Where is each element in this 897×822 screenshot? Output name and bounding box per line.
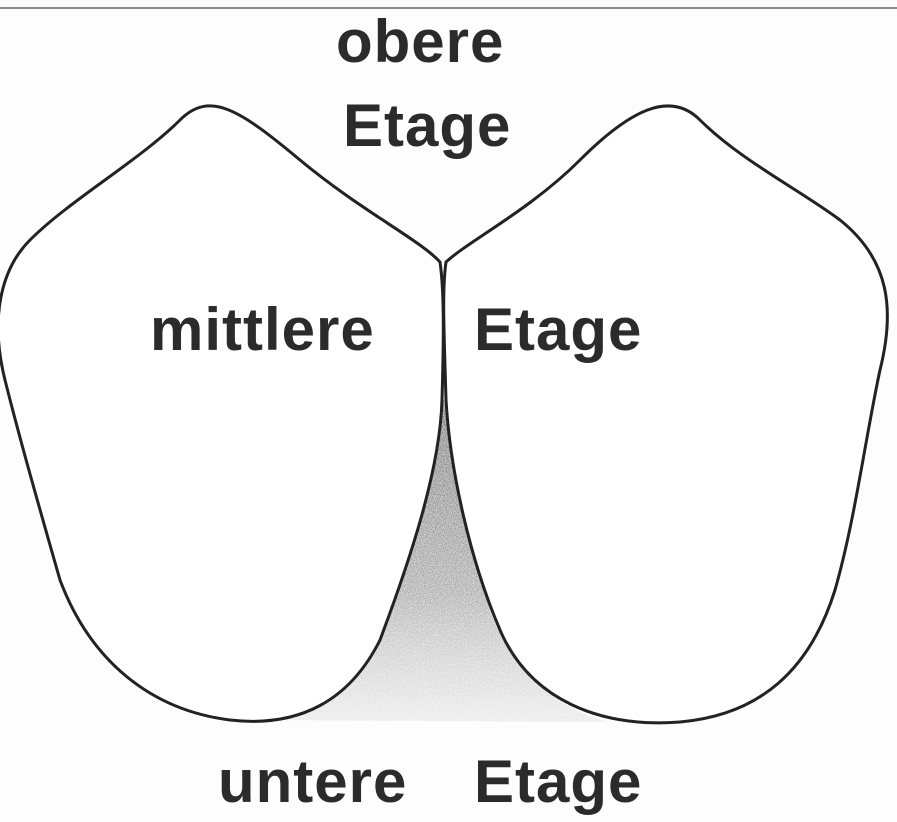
left-lobe-outline (0, 106, 443, 721)
middle-floor-label-right: Etage (474, 300, 642, 360)
lower-floor-label-right: Etage (474, 752, 642, 812)
upper-floor-label-line1: obere (336, 12, 504, 72)
middle-floor-label-left: mittlere (150, 300, 375, 360)
upper-floor-label-line2: Etage (343, 96, 511, 156)
lower-floor-label-left: untere (218, 752, 407, 812)
right-lobe-outline (444, 106, 888, 723)
